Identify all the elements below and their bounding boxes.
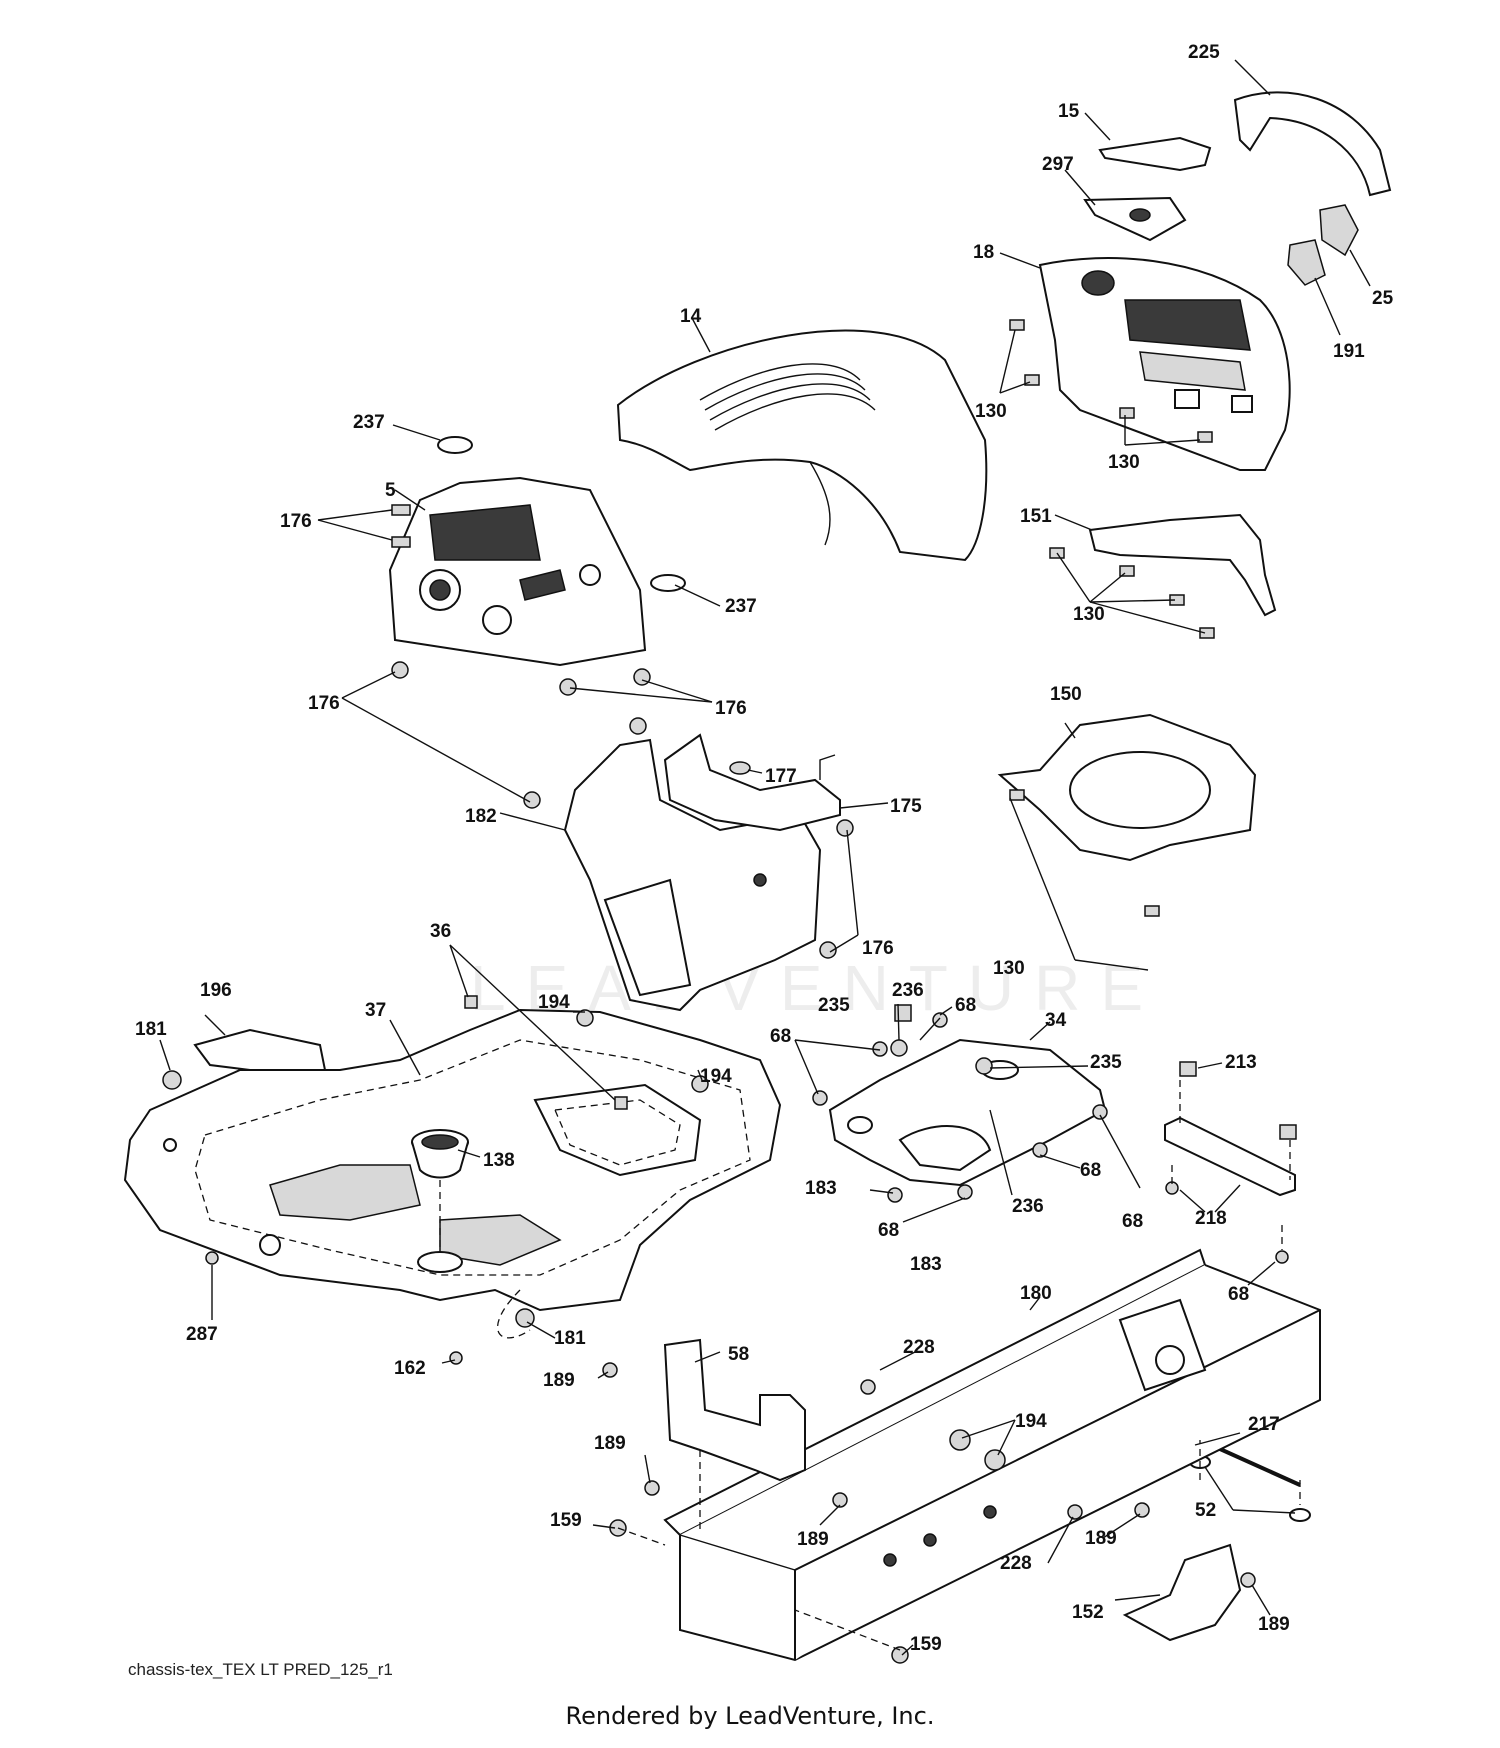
guard-part-152 (1122, 1543, 1242, 1642)
callout-217: 217 (1248, 1414, 1280, 1435)
callout-58: 58 (728, 1344, 749, 1365)
callout-130-a: 130 (975, 401, 1007, 422)
grille-part (1038, 257, 1291, 471)
callout-213: 213 (1225, 1052, 1257, 1073)
bracket-part-191 (1287, 239, 1326, 286)
callout-34: 34 (1045, 1010, 1067, 1031)
callout-237-a: 237 (353, 412, 385, 433)
callout-130-d: 130 (993, 958, 1025, 979)
callout-235-a: 235 (818, 995, 850, 1016)
callout-189-d: 189 (1085, 1528, 1117, 1549)
drawing-id: chassis-tex_TEX LT PRED_125_r1 (128, 1660, 393, 1679)
callout-228-a: 228 (903, 1337, 935, 1358)
lower-console-part (563, 738, 822, 1012)
bezel-part (1233, 91, 1392, 197)
callout-236-b: 236 (1012, 1196, 1044, 1217)
lens-hole (1129, 208, 1151, 222)
cover-part-196 (193, 1028, 327, 1071)
callout-52: 52 (1195, 1500, 1216, 1521)
callout-194-b: 194 (700, 1066, 732, 1087)
callout-138: 138 (483, 1150, 515, 1171)
callout-189-b: 189 (594, 1433, 626, 1454)
callout-194-a: 194 (538, 992, 570, 1013)
callout-181-b: 181 (554, 1328, 586, 1349)
callout-130-c: 130 (1073, 604, 1105, 625)
callout-159-b: 159 (910, 1634, 942, 1655)
console-bracket-part (663, 733, 841, 832)
callout-196: 196 (200, 980, 232, 1001)
callout-68-d: 68 (878, 1220, 899, 1241)
rendered-by-credit: Rendered by LeadVenture, Inc. (565, 1702, 935, 1730)
callout-182: 182 (465, 806, 497, 827)
callout-225: 225 (1188, 42, 1220, 63)
callout-194-c: 194 (1015, 1411, 1047, 1432)
bushing-lower (417, 1251, 463, 1273)
callout-68-c: 68 (1080, 1160, 1101, 1181)
callout-37: 37 (365, 1000, 386, 1021)
callout-68-a: 68 (955, 995, 976, 1016)
callout-68-b: 68 (770, 1026, 791, 1047)
callout-15: 15 (1058, 101, 1080, 122)
bracket-part-151 (1088, 513, 1277, 617)
callout-68-f: 68 (1228, 1284, 1249, 1305)
callout-183-b: 183 (910, 1254, 942, 1275)
callout-176-d: 176 (862, 938, 894, 959)
callout-191: 191 (1333, 341, 1365, 362)
callout-183-a: 183 (805, 1178, 837, 1199)
trim-part (1098, 136, 1212, 172)
steering-plate-part (828, 1038, 1107, 1187)
callout-152: 152 (1072, 1602, 1104, 1623)
callout-181-a: 181 (135, 1019, 167, 1040)
bracket-part-218 (1164, 1116, 1296, 1197)
fasteners (162, 319, 1297, 1664)
callout-68-e: 68 (1122, 1211, 1143, 1232)
callout-236-a: 236 (892, 980, 924, 1001)
callout-228-b: 228 (1000, 1553, 1032, 1574)
clip-part-177 (729, 761, 751, 775)
callout-14: 14 (680, 306, 702, 327)
callout-162: 162 (394, 1358, 426, 1379)
callout-287: 287 (186, 1324, 218, 1345)
plug-part-237a (437, 436, 473, 454)
callout-189-a: 189 (543, 1370, 575, 1391)
callout-189-c: 189 (797, 1529, 829, 1550)
callout-175: 175 (890, 796, 922, 817)
callout-237-b: 237 (725, 596, 757, 617)
hood-part (616, 329, 988, 562)
callout-180: 180 (1020, 1283, 1052, 1304)
callout-25: 25 (1372, 288, 1394, 309)
callout-297: 297 (1042, 154, 1074, 175)
callout-151: 151 (1020, 506, 1052, 527)
callout-36: 36 (430, 921, 451, 942)
callout-150: 150 (1050, 684, 1082, 705)
callout-18: 18 (973, 242, 994, 263)
bushing-part (411, 1129, 469, 1179)
plug-part-237b (650, 574, 686, 592)
callout-235-b: 235 (1090, 1052, 1122, 1073)
callout-176-c: 176 (715, 698, 747, 719)
nut-part-52b (1289, 1508, 1311, 1522)
shroud-part (997, 713, 1257, 862)
callout-labels: 225 15 297 18 25 191 14 130 130 237 5 17… (135, 42, 1394, 1655)
leader-lines (159, 59, 1371, 1656)
callout-5: 5 (385, 480, 396, 501)
callout-176-b: 176 (308, 693, 340, 714)
bracket-part-25 (1319, 204, 1359, 257)
callout-130-b: 130 (1108, 452, 1140, 473)
callout-177: 177 (765, 766, 797, 787)
dash-panel-part (388, 476, 647, 667)
callout-189-e: 189 (1258, 1614, 1290, 1635)
callout-176-a: 176 (280, 511, 312, 532)
callout-218: 218 (1195, 1208, 1227, 1229)
callout-159-a: 159 (550, 1510, 582, 1531)
assembly-dashes (497, 1080, 1301, 1651)
